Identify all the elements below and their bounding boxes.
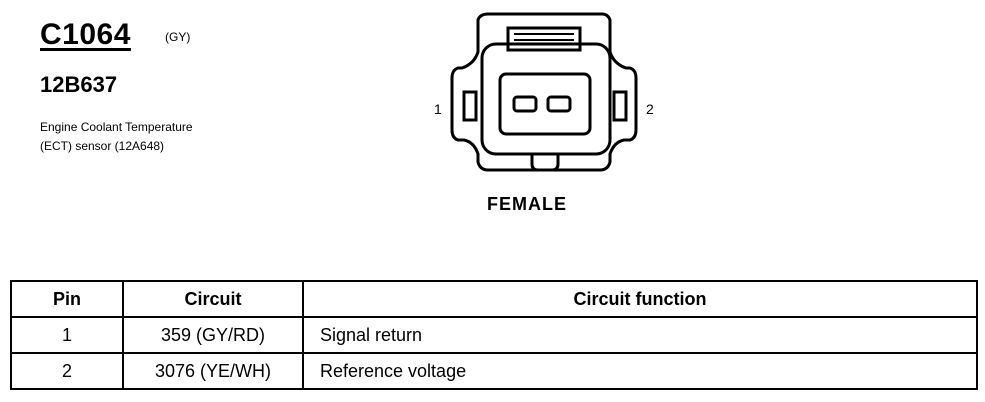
table-row: 1 359 (GY/RD) Signal return [10,316,978,354]
cell-pin: 2 [10,352,124,390]
connector-id: C1064 [40,18,131,51]
terminal-2 [546,95,572,113]
side-lock-right [612,90,628,122]
table-header-row: Pin Circuit Circuit function [10,280,978,318]
connector-color-code: (GY) [165,30,191,44]
pin-label-2: 2 [646,101,654,117]
header-circuit: Circuit [122,280,304,318]
cell-circuit: 359 (GY/RD) [122,316,304,354]
connector-inner-housing [480,42,612,156]
header-circuit-function: Circuit function [302,280,978,318]
terminal-cavity-block [498,72,592,136]
cell-circuit: 3076 (YE/WH) [122,352,304,390]
header-pin: Pin [10,280,124,318]
component-description-line2: (ECT) sensor (12A648) [40,139,165,153]
cell-circuit-function: Signal return [302,316,978,354]
cell-circuit-function: Reference voltage [302,352,978,390]
table-row: 2 3076 (YE/WH) Reference voltage [10,352,978,390]
connector-face-diagram: 1 2 [434,12,654,172]
terminal-1 [512,95,538,113]
connector-gender-label: FEMALE [487,194,567,214]
side-lock-left [462,90,478,122]
latch-tab [506,26,582,52]
part-number: 12B637 [40,72,118,97]
pinout-table: Pin Circuit Circuit function 1 359 (GY/R… [10,280,978,390]
bottom-key [530,154,560,172]
component-description-line1: Engine Coolant Temperature [40,120,193,134]
pin-label-1: 1 [434,101,442,117]
cell-pin: 1 [10,316,124,354]
connector-outer-shell [450,12,638,172]
